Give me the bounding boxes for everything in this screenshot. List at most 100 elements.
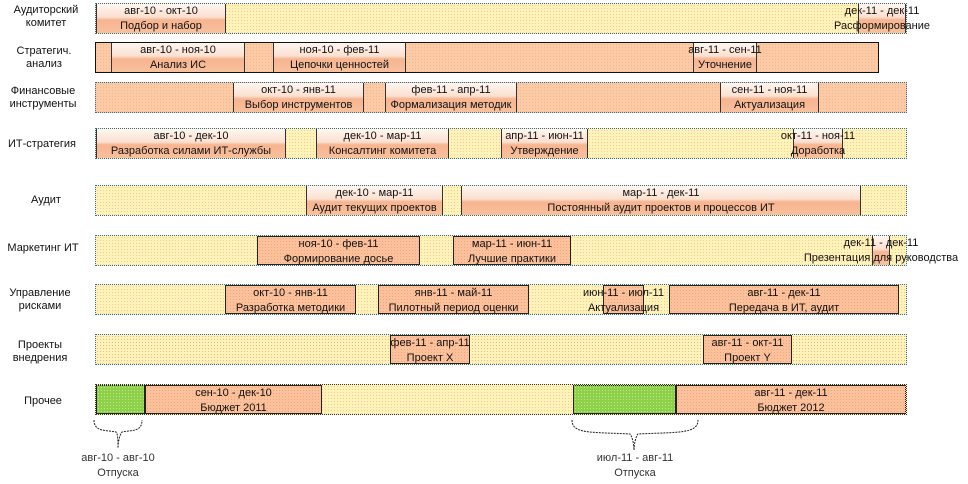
- track-it-strategy: авг-10 - дек-10 Разработка силами ИТ-слу…: [95, 128, 907, 159]
- task-title: Анализ ИС: [149, 59, 207, 71]
- task-title: Выбор инструментов: [244, 99, 353, 111]
- task-bar[interactable]: авг-10 - дек-10 Разработка силами ИТ-слу…: [96, 129, 286, 158]
- task-dates: авг-10 - дек-10: [153, 130, 229, 142]
- task-dates: авг-11 - дек-11: [747, 287, 821, 299]
- task-bar[interactable]: сен-10 - дек-10 Бюджет 2011: [145, 385, 322, 414]
- task-title: Постоянный аудит проектов и процессов ИТ: [547, 202, 775, 214]
- track-it-marketing: ноя-10 - фев-11 Формирование досье мар-1…: [95, 235, 958, 266]
- brace-icon: [571, 419, 699, 451]
- task-bar[interactable]: дек-11 - дек-11 Расформирование: [834, 4, 930, 33]
- task-dates: июн-11 - июл-11: [583, 287, 664, 299]
- task-dates: апр-11 - июн-11: [505, 130, 584, 142]
- task-title: Формирование досье: [283, 253, 394, 265]
- vacation-label: авг-10 - авг-10 Отпуска: [68, 451, 168, 481]
- track-implementation-projects: фев-11 - апр-11 Проект X авг-11 - окт-11…: [95, 334, 907, 365]
- track-other: сен-10 - дек-10 Бюджет 2011 авг-11 - дек…: [95, 384, 907, 415]
- task-title: Проект X: [406, 352, 454, 364]
- task-dates: дек-11 - дек-11: [843, 237, 919, 249]
- task-title: Разработка силами ИТ-службы: [110, 145, 272, 157]
- task-bar[interactable]: сен-11 - ноя-11 Актуализация: [720, 83, 819, 112]
- task-bar[interactable]: апр-11 - июн-11 Утверждение: [501, 129, 588, 158]
- task-title: Пилотный период оценки: [388, 302, 519, 314]
- vacation-bar[interactable]: [96, 385, 145, 414]
- task-bar[interactable]: авг-11 - дек-11 Бюджет 2012: [676, 385, 906, 414]
- task-title: Передача в ИТ, аудит: [728, 302, 840, 314]
- vacation-dates: июл-11 - авг-11: [596, 452, 674, 464]
- task-dates: авг-10 - окт-10: [124, 5, 198, 17]
- task-bar[interactable]: ноя-10 - фев-11 Формирование досье: [257, 236, 420, 265]
- task-title: Актуализация: [587, 302, 660, 314]
- track-strategic-analysis: авг-10 - ноя-10 Анализ ИС ноя-10 - фев-1…: [95, 42, 879, 73]
- task-dates: мар-11 - дек-11: [622, 187, 700, 199]
- task-bar[interactable]: окт-10 - янв-11 Разработка методики: [225, 285, 356, 314]
- task-dates: сен-11 - ноя-11: [731, 84, 808, 96]
- task-bar[interactable]: июн-11 - июл-11 Актуализация: [583, 285, 664, 314]
- row-label-implementation-projects: Проекты внедрения: [12, 339, 68, 364]
- task-dates: окт-10 - янв-11: [253, 287, 328, 299]
- task-bar[interactable]: окт-10 - янв-11 Выбор инструментов: [233, 83, 364, 112]
- task-dates: ноя-10 - фев-11: [298, 238, 379, 250]
- task-bar[interactable]: авг-11 - дек-11 Передача в ИТ, аудит: [669, 285, 899, 314]
- task-bar[interactable]: ноя-10 - фев-11 Цепочки ценностей: [273, 43, 406, 72]
- task-dates: дек-10 - мар-11: [335, 187, 414, 199]
- task-bar[interactable]: авг-11 - окт-11 Проект Y: [703, 335, 792, 364]
- row-label-it-strategy: ИТ-стратегия: [8, 138, 76, 150]
- task-bar[interactable]: авг-11 - сен-11 Уточнение: [688, 43, 762, 72]
- task-title: Проект Y: [724, 352, 771, 364]
- task-title: Актуализация: [733, 99, 806, 111]
- task-dates: авг-11 - дек-11: [754, 387, 828, 399]
- task-title: Подбор и набор: [120, 20, 202, 32]
- task-dates: мар-11 - июн-11: [471, 238, 553, 250]
- task-dates: авг-11 - сен-11: [688, 44, 762, 56]
- vacation-dates: авг-10 - авг-10: [81, 452, 155, 464]
- task-bar[interactable]: фев-11 - апр-11 Проект X: [390, 335, 470, 364]
- task-dates: окт-11 - ноя-11: [780, 130, 856, 142]
- task-bar[interactable]: дек-10 - мар-11 Консалтинг комитета: [316, 129, 449, 158]
- task-bar[interactable]: мар-11 - июн-11 Лучшие практики: [453, 236, 571, 265]
- row-label-other: Прочее: [24, 395, 62, 407]
- task-bar[interactable]: авг-10 - ноя-10 Анализ ИС: [111, 43, 245, 72]
- task-bar[interactable]: окт-11 - ноя-11 Доработка: [781, 129, 855, 158]
- track-audit: дек-10 - мар-11 Аудит текущих проектов м…: [95, 185, 907, 216]
- row-label-financial-instruments: Финансовые инструменты: [9, 85, 77, 110]
- task-dates: окт-10 - янв-11: [261, 84, 336, 96]
- task-dates: янв-11 - май-11: [414, 287, 493, 299]
- task-dates: авг-11 - окт-11: [711, 337, 784, 349]
- vacation-title: Отпуска: [97, 467, 139, 479]
- task-title: Лучшие практики: [468, 253, 556, 265]
- track-financial-instruments: окт-10 - янв-11 Выбор инструментов фев-1…: [95, 82, 907, 113]
- task-title: Разработка методики: [235, 302, 346, 314]
- task-dates: ноя-10 - фев-11: [299, 44, 380, 56]
- task-dates: фев-11 - апр-11: [390, 337, 470, 349]
- vacation-title: Отпуска: [614, 467, 656, 479]
- row-label-strategic-analysis: Стратегич. анализ: [16, 45, 72, 70]
- task-title: Доработка: [790, 145, 846, 157]
- task-dates: фев-11 - апр-11: [411, 84, 491, 96]
- task-dates: дек-11 - дек-11: [844, 5, 920, 17]
- brace-icon: [93, 419, 143, 449]
- task-bar[interactable]: авг-10 - окт-10 Подбор и набор: [96, 4, 226, 33]
- row-label-audit: Аудит: [31, 194, 61, 206]
- task-bar[interactable]: фев-11 - апр-11 Формализация методик: [385, 83, 517, 112]
- task-title: Аудит текущих проектов: [312, 202, 437, 214]
- task-title: Утверждение: [510, 145, 579, 157]
- task-title: Бюджет 2011: [200, 402, 267, 414]
- task-bar[interactable]: дек-10 - мар-11 Аудит текущих проектов: [306, 186, 443, 215]
- row-label-audit-committee: Аудиторский комитет: [13, 4, 79, 29]
- track-risk-management: окт-10 - янв-11 Разработка методики янв-…: [95, 284, 907, 315]
- task-bar[interactable]: дек-11 - дек-11 Презентация для руководс…: [804, 236, 958, 265]
- task-title: Формализация методик: [390, 99, 512, 111]
- row-label-it-marketing: Маркетинг ИТ: [7, 242, 79, 254]
- task-title: Цепочки ценностей: [289, 59, 390, 71]
- task-title: Консалтинг комитета: [328, 145, 437, 157]
- task-bar[interactable]: мар-11 - дек-11 Постоянный аудит проекто…: [461, 186, 861, 215]
- task-title: Презентация для руководства: [803, 252, 959, 264]
- task-dates: дек-10 - мар-11: [343, 130, 422, 142]
- task-dates: сен-10 - дек-10: [195, 387, 272, 399]
- task-bar[interactable]: янв-11 - май-11 Пилотный период оценки: [378, 285, 529, 314]
- track-audit-committee: авг-10 - окт-10 Подбор и набор дек-11 - …: [95, 3, 930, 34]
- row-label-risk-management: Управление рисками: [9, 287, 71, 312]
- vacation-bar[interactable]: [573, 385, 676, 414]
- task-title: Бюджет 2012: [757, 402, 825, 414]
- task-title: Расформирование: [834, 20, 930, 32]
